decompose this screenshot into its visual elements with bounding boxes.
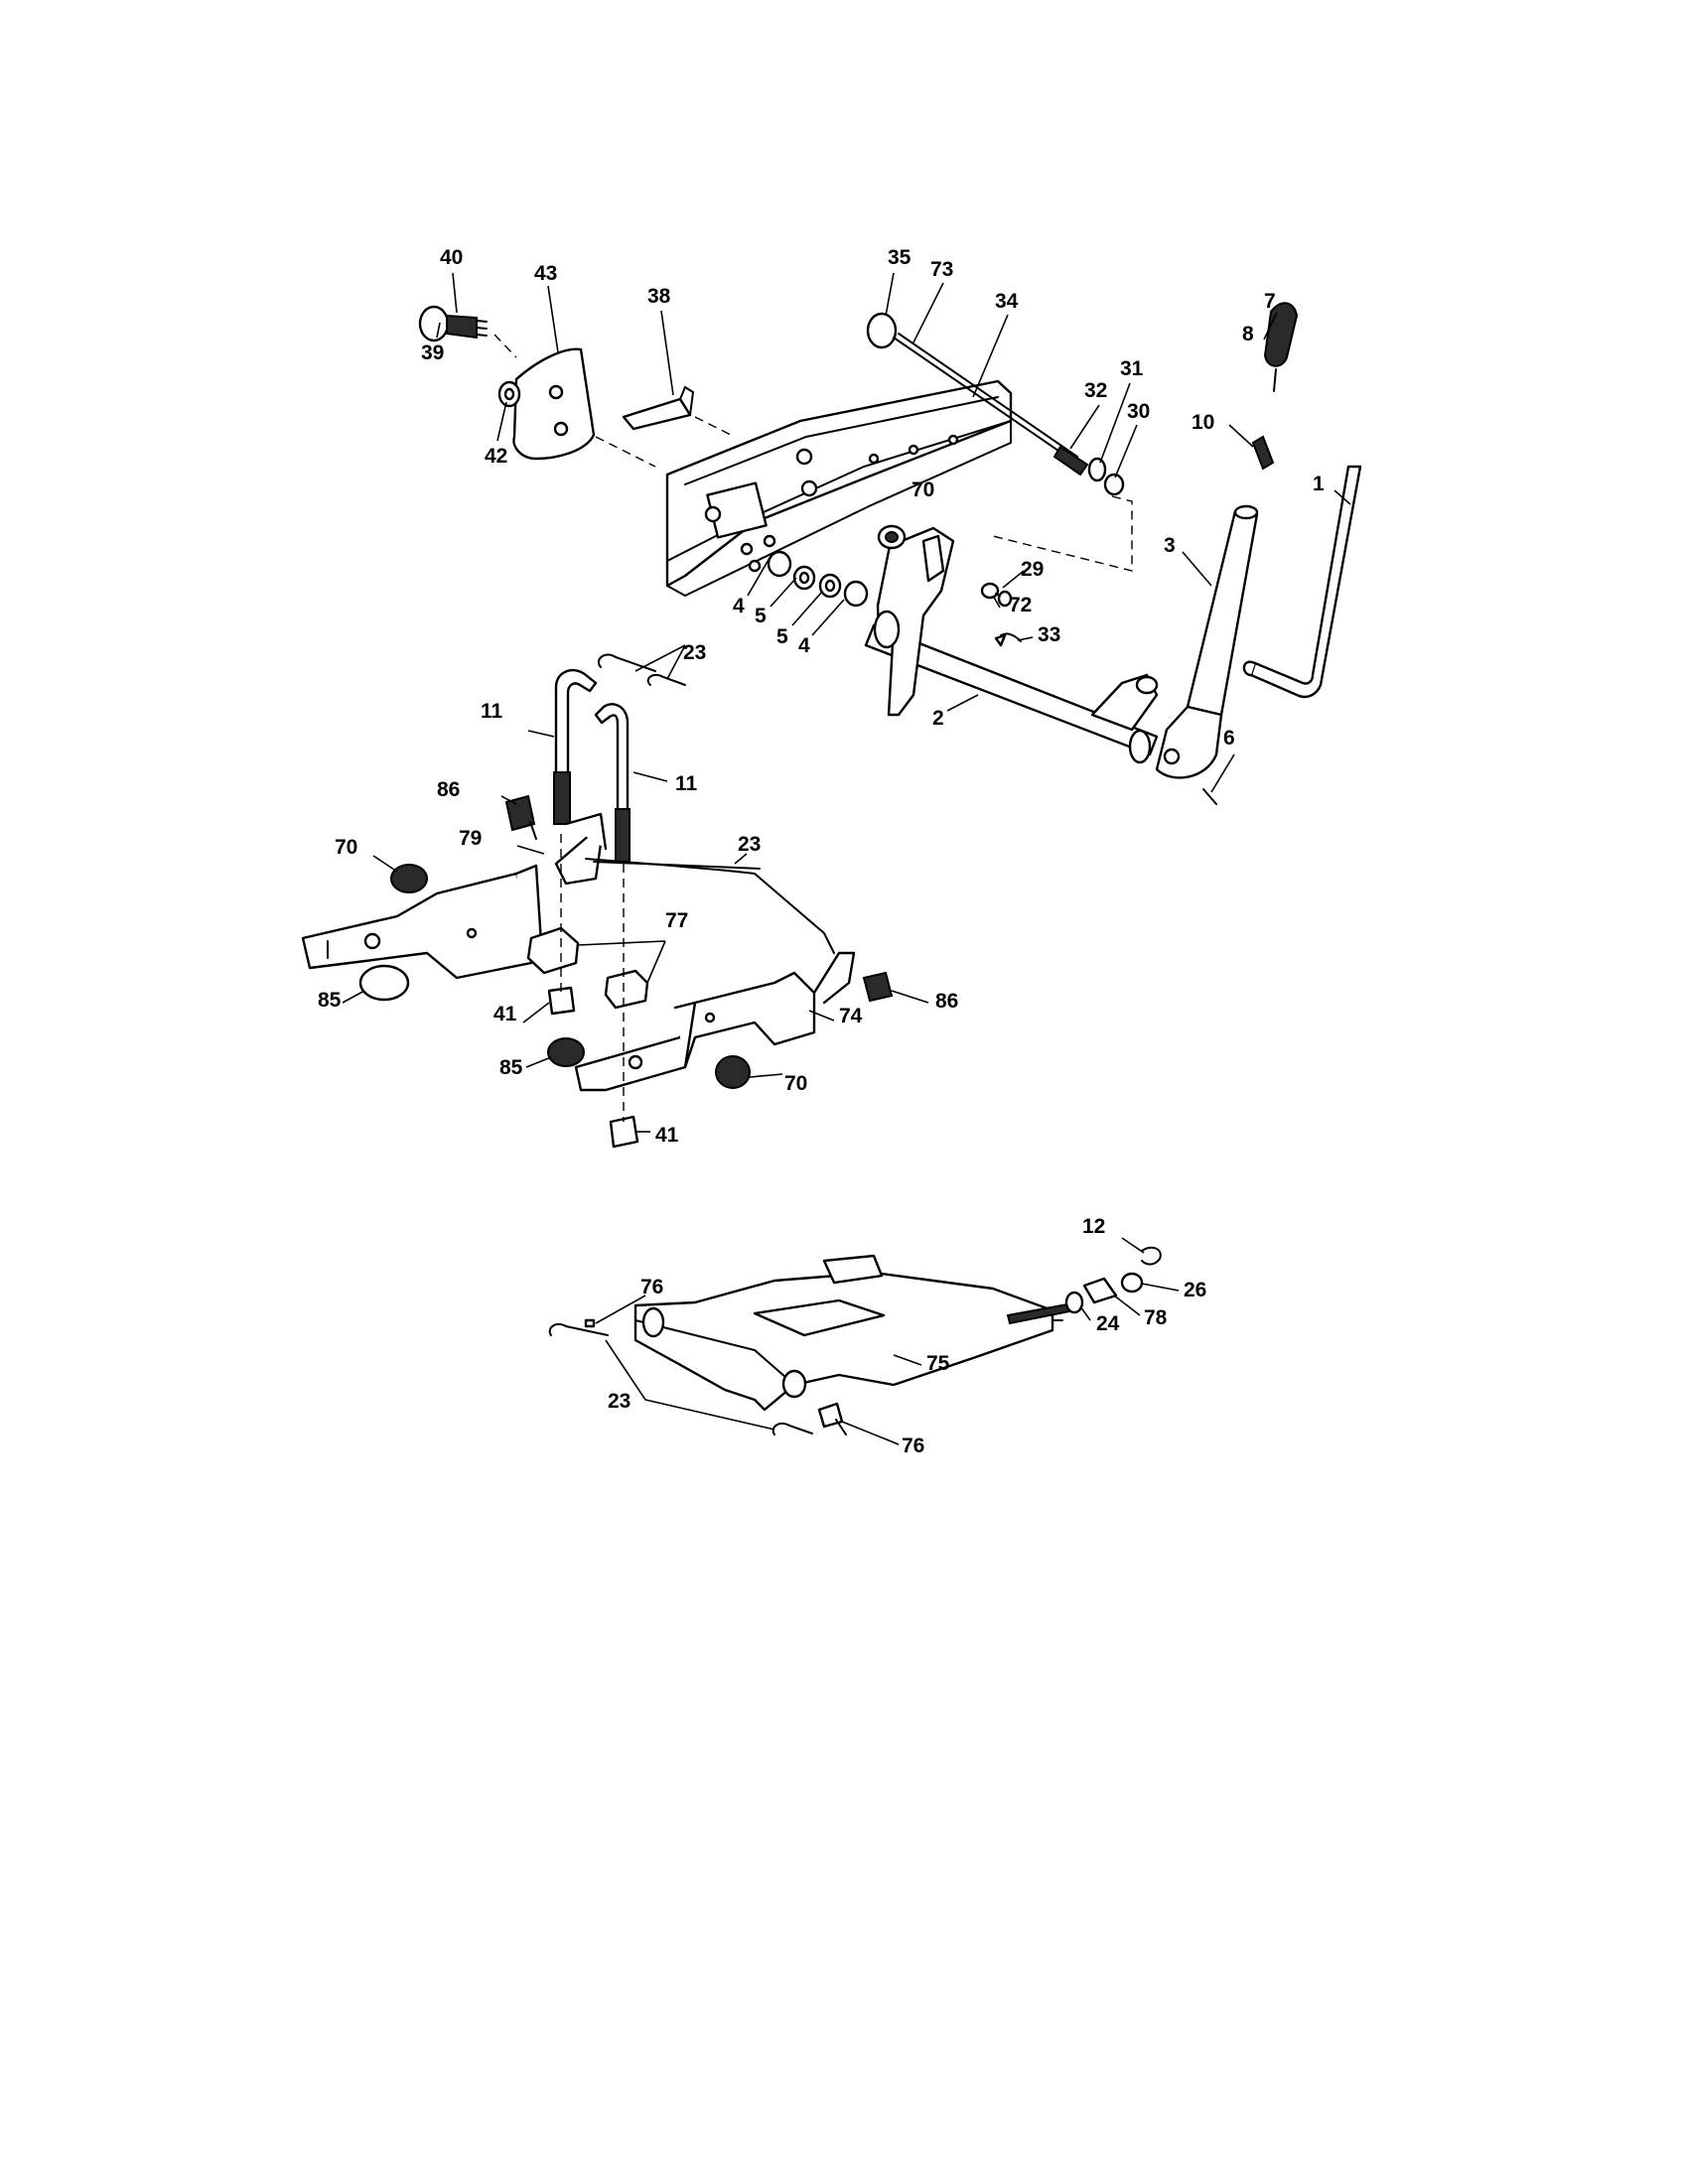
callout-72: 72 (1009, 594, 1032, 616)
callout-78: 78 (1144, 1306, 1168, 1329)
part-78-clevis (1082, 1277, 1118, 1304)
part-41-nut-a (547, 986, 576, 1016)
part-86-bolt-a (504, 794, 536, 832)
callout-3: 3 (1164, 534, 1176, 557)
frame-bracket (665, 379, 1013, 598)
callout-31: 31 (1120, 357, 1144, 380)
callout-79: 79 (459, 827, 482, 850)
callout-70-top: 70 (912, 478, 934, 501)
part-38-clip (622, 397, 692, 431)
callout-85-a: 85 (318, 989, 342, 1012)
callout-40: 40 (440, 246, 463, 269)
callout-73: 73 (930, 258, 953, 281)
callout-41-b: 41 (655, 1124, 679, 1147)
callout-30: 30 (1127, 400, 1150, 423)
part-85-knob-b (547, 1037, 585, 1067)
part-32-spring (1052, 445, 1089, 477)
callout-76-a: 76 (640, 1276, 663, 1298)
callout-1: 1 (1313, 473, 1325, 495)
part-24-nut (1064, 1291, 1084, 1314)
part-4-ring-a (767, 550, 792, 578)
part-29-bolt (980, 582, 1000, 600)
part-35-cap (866, 312, 898, 349)
part-6-pin (1202, 788, 1217, 805)
callout-29: 29 (1021, 558, 1044, 581)
callout-33: 33 (1038, 623, 1060, 646)
callout-70-left: 70 (335, 836, 357, 859)
callout-77: 77 (665, 909, 688, 932)
part-43-cover (512, 347, 596, 461)
callout-11-b: 11 (675, 772, 698, 795)
part-2-shaft (864, 526, 1159, 764)
part-85-knob-a (358, 964, 410, 1002)
callout-74: 74 (839, 1005, 863, 1027)
part-11-jbolt-a (554, 668, 598, 796)
callout-5-b: 5 (776, 625, 788, 648)
callout-35: 35 (888, 246, 912, 269)
leader-lines (342, 272, 1351, 1445)
callout-34: 34 (995, 290, 1019, 313)
callout-4-a: 4 (733, 595, 745, 617)
part-1-handle (1249, 465, 1362, 699)
callout-86-b: 86 (935, 990, 958, 1013)
callout-11-a: 11 (481, 700, 503, 723)
part-23-pin-b (548, 1322, 609, 1336)
callout-5-a: 5 (755, 605, 767, 627)
part-30-nut (1103, 473, 1125, 496)
callout-70-right: 70 (784, 1072, 807, 1095)
part-23-wire (585, 858, 835, 954)
callout-7: 7 (1264, 290, 1276, 313)
callout-41-a: 41 (493, 1003, 517, 1025)
callout-26: 26 (1184, 1279, 1206, 1301)
part-4-ring-b (843, 580, 869, 608)
part-74-lift-arm-right (574, 951, 856, 1092)
callout-24: 24 (1096, 1312, 1120, 1335)
part-72-washer (997, 590, 1013, 608)
callout-42: 42 (485, 445, 507, 468)
part-7-grip (1263, 302, 1299, 367)
center-plate (554, 812, 608, 886)
part-23-pin-a (597, 653, 656, 672)
part-23-pin-c (772, 1422, 813, 1435)
callout-86-a: 86 (437, 778, 460, 801)
callout-23-low: 23 (608, 1390, 631, 1413)
callout-39: 39 (421, 341, 444, 364)
part-70-bushing-right (715, 1055, 751, 1089)
callout-labels: 40 43 38 39 42 35 73 34 7 8 32 31 30 10 … (318, 246, 1325, 1457)
callout-23-mid: 23 (738, 833, 761, 856)
callout-4-b: 4 (798, 634, 810, 657)
callout-76-b: 76 (902, 1434, 924, 1457)
part-11-jbolt-b (594, 703, 630, 841)
callout-75: 75 (926, 1352, 950, 1375)
part-70-bushing-left (390, 864, 428, 893)
part-3-lever (1186, 509, 1259, 717)
part-77-block-b (604, 969, 649, 1010)
callout-43: 43 (534, 262, 557, 285)
callout-6: 6 (1223, 727, 1235, 750)
callout-2: 2 (932, 707, 944, 730)
part-75-deck-plate (633, 1254, 1063, 1412)
part-31-washer (1087, 457, 1107, 482)
part-86-bolt-b (862, 971, 894, 1003)
part-41-nut-b (609, 1115, 639, 1149)
callout-10: 10 (1192, 411, 1214, 434)
callout-85-b: 85 (499, 1056, 523, 1079)
part-12-pin (1141, 1246, 1162, 1266)
part-40-knob (418, 305, 488, 342)
callout-12: 12 (1082, 1215, 1105, 1238)
part-26-bushing (1120, 1272, 1144, 1294)
callout-8: 8 (1242, 323, 1254, 345)
callout-38: 38 (647, 285, 671, 308)
callout-32: 32 (1084, 379, 1107, 402)
part-10-spring (1251, 435, 1275, 471)
callout-23-top: 23 (683, 641, 706, 664)
part-34-rod (893, 337, 1075, 463)
